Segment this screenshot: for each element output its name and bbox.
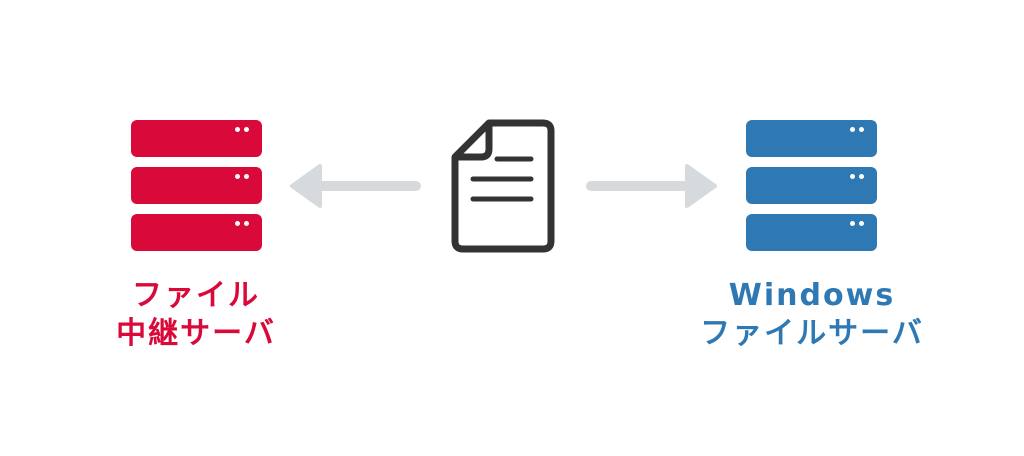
windows-server-label: Windows ファイルサーバ (681, 277, 943, 353)
windows-server-unit-2 (746, 167, 877, 204)
relay-server-icon (131, 120, 262, 251)
relay-server-unit-3 (131, 214, 262, 251)
document-icon (451, 119, 555, 253)
relay-server-label: ファイル 中継サーバ (96, 277, 296, 353)
windows-server-unit-1 (746, 120, 877, 157)
right-arrow-icon (586, 164, 717, 208)
relay-server-label-line2: 中継サーバ (116, 316, 276, 351)
windows-server-label-line2: ファイルサーバ (700, 316, 924, 351)
relay-server-unit-1 (131, 120, 262, 157)
windows-server-label-line1: Windows (728, 278, 896, 313)
left-arrow-icon (290, 164, 421, 208)
relay-server-label-line1: ファイル (132, 278, 260, 313)
windows-server-unit-3 (746, 214, 877, 251)
windows-server-icon (746, 120, 877, 251)
relay-server-unit-2 (131, 167, 262, 204)
